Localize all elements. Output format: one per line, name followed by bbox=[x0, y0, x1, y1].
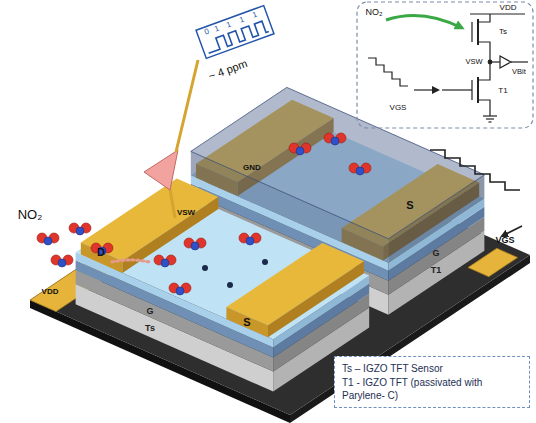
note-text: T1 - IGZO TFT (passivated with Parylene-… bbox=[342, 376, 522, 402]
circuit-inset bbox=[357, 2, 533, 128]
diffusion-arrow bbox=[112, 260, 150, 262]
signal-name: VBit bbox=[512, 68, 526, 76]
no2-molecule bbox=[169, 283, 191, 295]
no2-molecule bbox=[154, 255, 176, 267]
signal-name: VGS bbox=[390, 104, 407, 112]
pin-name: GND bbox=[243, 164, 261, 172]
legend-note-box: Ts – IGZO TFT SensorT1 - IGZO TFT (passi… bbox=[334, 356, 530, 408]
layer-label: G bbox=[146, 307, 153, 316]
electrode-label: D bbox=[97, 247, 105, 258]
no2-molecule bbox=[51, 255, 73, 267]
reading-text: ~ 4 ppm bbox=[207, 58, 248, 82]
pin-name: VSW bbox=[177, 209, 195, 217]
signal-name: VDD bbox=[500, 4, 517, 12]
device-label: Ts bbox=[145, 324, 155, 333]
no2-molecule bbox=[289, 143, 311, 155]
no2-molecule bbox=[349, 163, 371, 175]
pin-name: VDD bbox=[42, 288, 59, 296]
display bbox=[196, 6, 274, 59]
signal-name: VSW bbox=[465, 58, 482, 66]
gas-label: NO₂ bbox=[18, 208, 43, 221]
gold-wire bbox=[176, 60, 198, 152]
no2-molecule bbox=[184, 238, 206, 250]
gas-label: NO₂ bbox=[366, 8, 383, 17]
note-text: Ts – IGZO TFT Sensor bbox=[342, 362, 522, 375]
signal-arrow bbox=[502, 226, 522, 236]
pin-name: VGS bbox=[495, 236, 514, 245]
electrode-label: S bbox=[406, 200, 413, 211]
transistor-name: Ts bbox=[499, 28, 507, 36]
inverter-symbol bbox=[144, 150, 178, 190]
vgs-waveform bbox=[430, 150, 520, 190]
electrode-label: S bbox=[243, 317, 250, 328]
no2-molecule bbox=[239, 233, 261, 245]
no2-molecule bbox=[37, 233, 59, 245]
layer-label: G bbox=[432, 249, 439, 258]
no2-molecule bbox=[69, 223, 91, 235]
ts-stack bbox=[76, 179, 370, 392]
no2-molecule bbox=[324, 133, 346, 145]
device-label: T1 bbox=[431, 266, 442, 275]
transistor-name: T1 bbox=[498, 87, 507, 95]
